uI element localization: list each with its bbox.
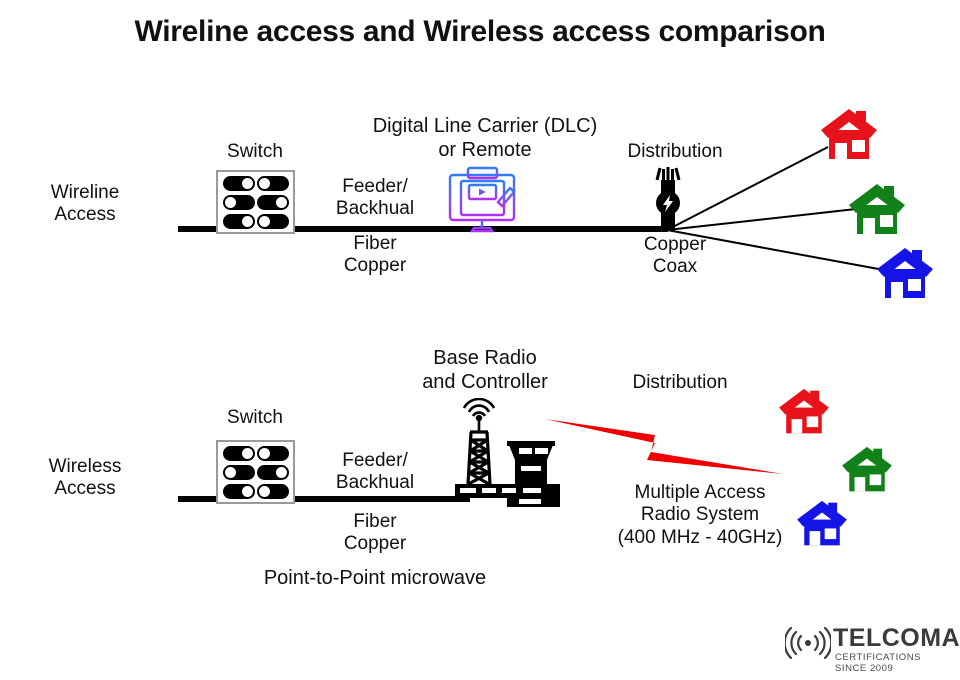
- wireline-media-label: Fiber Copper: [343, 233, 407, 277]
- logo-tagline: CERTIFICATIONS SINCE 2009: [835, 652, 921, 674]
- house-icon: [877, 248, 933, 298]
- wireline-feeder-label: Feeder/ Backhual: [335, 176, 415, 220]
- wireline-drop-label: Copper Coax: [643, 234, 707, 278]
- house-icon: [797, 500, 847, 546]
- wireless-distribution-label: Distribution: [632, 372, 728, 393]
- telcoma-logo: TELCOMA CERTIFICATIONS SINCE 2009: [785, 622, 960, 674]
- base-radio-node-label: Base Radio and Controller: [422, 347, 548, 393]
- signal-waves-icon: [785, 626, 831, 660]
- wireline-distribution-label: Distribution: [627, 141, 723, 162]
- wireless-switch-label: Switch: [227, 407, 283, 428]
- utility-pole-transformer-icon[interactable]: [646, 166, 690, 234]
- house-icon: [842, 446, 892, 492]
- wireline-drop-blue: [666, 229, 885, 271]
- multiple-access-radio-system-label: Multiple Access Radio System (400 MHz - …: [617, 482, 783, 548]
- house-icon: [821, 109, 877, 159]
- network-switch-icon[interactable]: [216, 170, 295, 234]
- wireline-drop-red: [666, 146, 829, 231]
- radio-tower-controller-icon[interactable]: [455, 398, 560, 510]
- point-to-point-microwave-label: Point-to-Point microwave: [263, 567, 487, 589]
- logo-wordmark: TELCOMA: [833, 624, 960, 652]
- wireline-row-label: Wireline Access: [50, 182, 120, 226]
- wireless-row-label: Wireless Access: [48, 456, 122, 500]
- wireline-drop-green: [666, 208, 857, 231]
- monitor-media-editor-icon[interactable]: [446, 166, 518, 234]
- wireless-feeder-label: Feeder/ Backhual: [335, 450, 415, 494]
- house-icon: [849, 184, 905, 234]
- red-lightning-bolt-icon: [545, 419, 783, 474]
- network-switch-icon[interactable]: [216, 440, 295, 504]
- dlc-node-label: Digital Line Carrier (DLC) or Remote: [372, 115, 598, 161]
- page-title: Wireline access and Wireless access comp…: [134, 15, 826, 48]
- wireline-switch-label: Switch: [227, 141, 283, 162]
- house-icon: [779, 388, 829, 434]
- wireless-media-label: Fiber Copper: [343, 511, 407, 555]
